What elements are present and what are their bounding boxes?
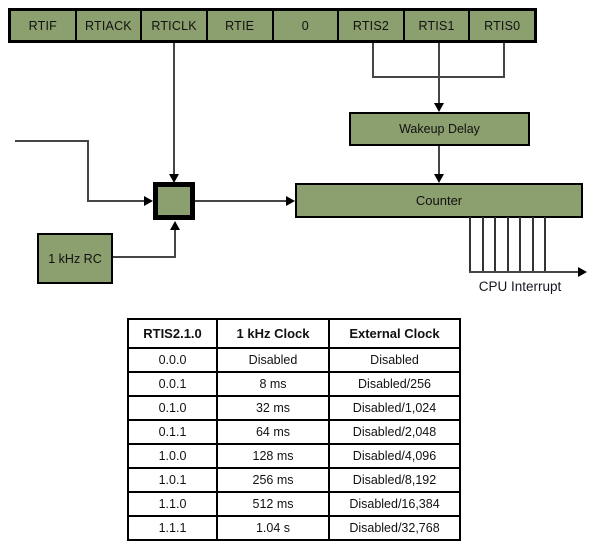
wire-rticlk (173, 43, 175, 175)
table-cell: 1.1.1 (127, 515, 218, 541)
arrow-up-icon (170, 221, 180, 230)
counter-tap-line (544, 217, 546, 273)
counter-block: Counter (295, 183, 583, 218)
table-cell: Disabled/2,048 (328, 419, 461, 445)
table-cell: Disabled (328, 347, 461, 373)
counter-tap-line (469, 217, 471, 273)
table-header-1khz: 1 kHz Clock (216, 318, 330, 349)
table-cell: Disabled/256 (328, 371, 461, 397)
wire-rtis2 (372, 43, 374, 78)
table-row: 0.0.0 Disabled Disabled (127, 347, 461, 373)
table-cell: 64 ms (216, 419, 330, 445)
counter-tap-line (507, 217, 509, 273)
cpu-interrupt-label: CPU Interrupt (478, 279, 562, 294)
wire-external-clock-top (15, 140, 89, 142)
arrow-down-icon (434, 174, 444, 183)
wire-wakeup-to-counter (438, 146, 440, 175)
table-cell: Disabled/32,768 (328, 515, 461, 541)
wire-cpu-interrupt (469, 271, 579, 273)
table-header-rtis: RTIS2.1.0 (127, 318, 218, 349)
table-row: 1.0.0 128 ms Disabled/4,096 (127, 443, 461, 469)
table-cell: Disabled/8,192 (328, 467, 461, 493)
table-cell: 32 ms (216, 395, 330, 421)
wire-rtis0 (503, 43, 505, 78)
table-row: 0.1.1 64 ms Disabled/2,048 (127, 419, 461, 445)
table-cell: 256 ms (216, 467, 330, 493)
table-cell: Disabled/16,384 (328, 491, 461, 517)
table-row: 1.0.1 256 ms Disabled/8,192 (127, 467, 461, 493)
clock-select-junction-block (153, 182, 195, 220)
wire-rc-out (113, 256, 176, 258)
register-bit-rtif: RTIF (11, 11, 75, 40)
counter-tap-line (532, 217, 534, 273)
table-row: 0.0.1 8 ms Disabled/256 (127, 371, 461, 397)
table-cell: 1.1.0 (127, 491, 218, 517)
arrow-right-icon (144, 196, 153, 206)
wire-external-clock-in (87, 200, 145, 202)
wire-rtis1 (438, 43, 440, 104)
counter-tap-line (494, 217, 496, 273)
table-header-external: External Clock (328, 318, 461, 349)
register-bit-zero: 0 (271, 11, 338, 40)
table-row: 0.1.0 32 ms Disabled/1,024 (127, 395, 461, 421)
register-bit-rtie: RTIE (205, 11, 272, 40)
rti-control-register: RTIF RTIACK RTICLK RTIE 0 RTIS2 RTIS1 RT… (8, 8, 537, 43)
arrow-down-icon (434, 103, 444, 112)
counter-tap-line (519, 217, 521, 273)
register-bit-rtiack: RTIACK (74, 11, 141, 40)
rc-oscillator-block: 1 kHz RC (37, 233, 113, 284)
table-cell: Disabled (216, 347, 330, 373)
counter-tap-line (482, 217, 484, 273)
wire-rc-up (174, 229, 176, 258)
table-header-row: RTIS2.1.0 1 kHz Clock External Clock (127, 318, 461, 349)
arrow-down-icon (169, 174, 179, 183)
table-cell: 1.0.1 (127, 467, 218, 493)
register-bit-rtis0: RTIS0 (468, 11, 534, 40)
table-cell: Disabled/4,096 (328, 443, 461, 469)
table-cell: 1.0.0 (127, 443, 218, 469)
register-bit-rticlk: RTICLK (140, 11, 206, 40)
table-cell: 0.1.0 (127, 395, 218, 421)
wire-square-to-counter (195, 200, 287, 202)
wakeup-delay-block: Wakeup Delay (349, 112, 530, 146)
arrow-right-icon (578, 267, 587, 277)
table-cell: Disabled/1,024 (328, 395, 461, 421)
table-cell: 0.1.1 (127, 419, 218, 445)
wire-external-clock-drop (87, 140, 89, 202)
table-cell: 0.0.1 (127, 371, 218, 397)
arrow-right-icon (286, 196, 295, 206)
table-cell: 1.04 s (216, 515, 330, 541)
table-cell: 0.0.0 (127, 347, 218, 373)
register-bit-rtis2: RTIS2 (337, 11, 403, 40)
register-bit-rtis1: RTIS1 (402, 11, 469, 40)
table-cell: 128 ms (216, 443, 330, 469)
table-cell: 512 ms (216, 491, 330, 517)
table-row: 1.1.0 512 ms Disabled/16,384 (127, 491, 461, 517)
table-cell: 8 ms (216, 371, 330, 397)
table-row: 1.1.1 1.04 s Disabled/32,768 (127, 515, 461, 541)
rti-rate-table: RTIS2.1.0 1 kHz Clock External Clock 0.0… (127, 318, 461, 541)
